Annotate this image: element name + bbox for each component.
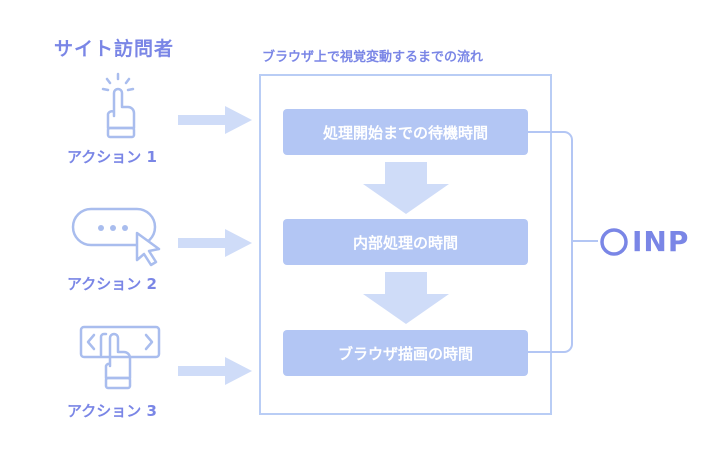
down-arrow-2 bbox=[363, 272, 449, 324]
cursor-click-button-icon bbox=[71, 207, 161, 267]
visitor-title: サイト訪問者 bbox=[54, 38, 175, 60]
inp-label: INP bbox=[632, 225, 690, 258]
down-arrow-1 bbox=[363, 162, 449, 214]
flow-title: ブラウザ上で視覚変動するまでの流れ bbox=[262, 50, 484, 65]
step-processing-time: 内部処理の時間 bbox=[283, 219, 528, 265]
action-2-arrow bbox=[178, 229, 252, 257]
action-1-arrow bbox=[178, 106, 252, 134]
action-1-label: アクション 1 bbox=[67, 148, 157, 166]
inp-bracket bbox=[528, 131, 598, 353]
action-3-label: アクション 3 bbox=[67, 402, 157, 420]
step-wait-time: 処理開始までの待機時間 bbox=[283, 109, 528, 155]
tap-finger-icon bbox=[101, 72, 136, 139]
action-3-arrow bbox=[178, 357, 252, 385]
action-2-label: アクション 2 bbox=[67, 275, 157, 293]
swipe-finger-icon bbox=[79, 325, 161, 390]
inp-circle-icon bbox=[600, 228, 628, 256]
step-render-time: ブラウザ描画の時間 bbox=[283, 330, 528, 376]
